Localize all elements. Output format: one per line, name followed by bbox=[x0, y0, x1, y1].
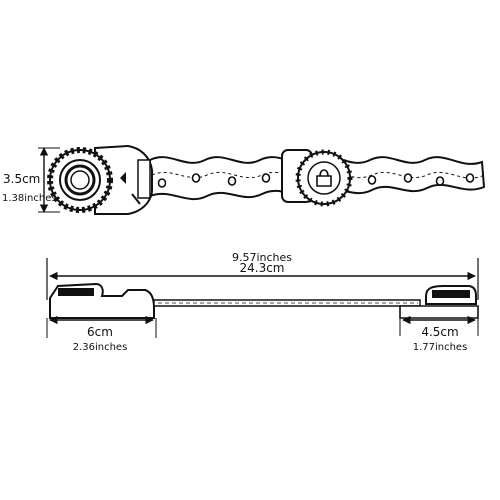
strap-holes bbox=[157, 173, 475, 188]
right-part-imperial-label: 1.77inches bbox=[413, 342, 468, 353]
left-gear-wheel bbox=[47, 147, 113, 213]
left-part-dimension: 6cm 2.36inches bbox=[46, 315, 157, 353]
lock-icon bbox=[316, 169, 332, 187]
right-part-dimension: 4.5cm 1.77inches bbox=[399, 315, 479, 353]
side-right-end bbox=[399, 305, 479, 319]
height-metric-label: 3.5cm bbox=[3, 172, 40, 186]
total-length-dimension: 9.57inches 24.3cm bbox=[46, 251, 479, 300]
height-dimension: 3.5cm 1.38inches bbox=[2, 147, 60, 213]
total-length-metric-label: 24.3cm bbox=[239, 261, 284, 275]
adjuster-buckle bbox=[281, 149, 353, 207]
total-length-imperial-label: 9.57inches bbox=[232, 251, 292, 264]
left-part-imperial-label: 2.36inches bbox=[73, 342, 128, 353]
strap-top-view bbox=[47, 144, 486, 215]
right-part-metric-label: 4.5cm bbox=[421, 325, 458, 339]
height-imperial-label: 1.38inches bbox=[2, 193, 57, 204]
left-part-metric-label: 6cm bbox=[87, 325, 113, 339]
left-housing bbox=[94, 144, 153, 215]
strap-side-view bbox=[49, 282, 479, 319]
